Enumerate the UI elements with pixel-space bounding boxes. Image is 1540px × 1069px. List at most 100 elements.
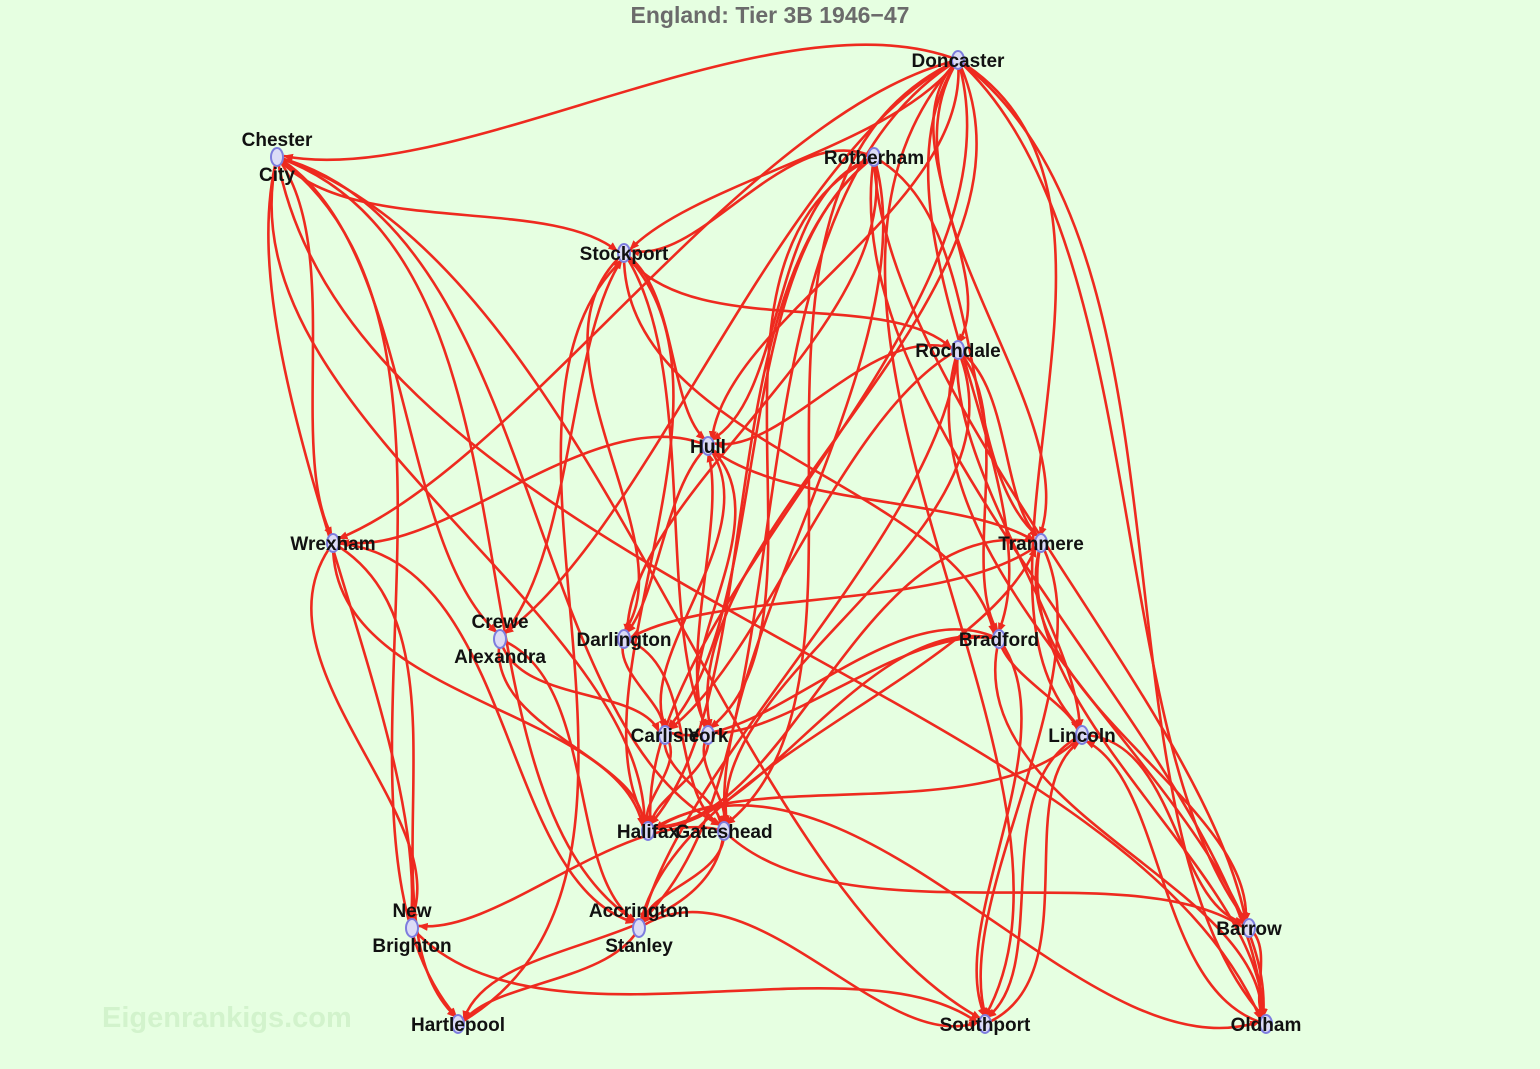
- edge-stockport-york: [622, 252, 708, 730]
- node-marker-oldham: [1259, 1014, 1273, 1034]
- node-marker-carlisle: [658, 725, 672, 745]
- node-label-hull: Hull: [690, 437, 726, 458]
- node-marker-barrow: [1242, 918, 1256, 938]
- edge-rotherham-darlington: [623, 156, 878, 634]
- edge-crewe-halifax: [497, 638, 648, 827]
- edge-chester-southport: [276, 155, 982, 1020]
- edge-accrington-tranmere: [637, 546, 1038, 929]
- node-label-crewe: Crewe: [471, 612, 528, 633]
- node-label-hartlepool: Hartlepool: [411, 1015, 505, 1036]
- node-darlington[interactable]: Darlington: [577, 629, 672, 651]
- edge-bradford-oldham: [994, 638, 1267, 1020]
- edge-doncaster-tranmere: [935, 59, 1048, 538]
- edge-rochdale-lincoln: [955, 349, 1084, 730]
- edge-doncaster-wrexham: [337, 58, 959, 540]
- edge-gateshead-hartlepool: [462, 830, 726, 1021]
- edge-tranmere-southport: [979, 542, 1059, 1018]
- node-label-oldham: Oldham: [1231, 1015, 1302, 1036]
- edge-doncaster-chester: [282, 43, 959, 162]
- node-marker-darlington: [617, 629, 631, 649]
- node-marker-gateshead: [717, 821, 731, 841]
- node-marker-bradford: [992, 629, 1006, 649]
- edge-tranmere-oldham: [1036, 542, 1268, 1019]
- node-label-barrow: Barrow: [1216, 919, 1282, 940]
- watermark: Eigenrankigs.com: [102, 1002, 352, 1034]
- edge-chester-gateshead: [276, 155, 721, 827]
- node-label-southport: Southport: [940, 1015, 1031, 1036]
- node-label-crewe: Alexandra: [454, 647, 546, 668]
- node-label-newbrighton: Brighton: [372, 936, 451, 957]
- edge-york-halifax: [647, 734, 710, 827]
- edge-doncaster-oldham: [957, 58, 1265, 1019]
- node-southport[interactable]: Southport: [940, 1014, 1031, 1036]
- edge-hull-carlisle: [658, 445, 726, 730]
- edge-doncaster-stockport: [629, 59, 960, 251]
- node-doncaster[interactable]: Doncaster: [912, 50, 1006, 72]
- edge-wrexham-accrington: [332, 541, 636, 924]
- edge-rotherham-halifax: [649, 155, 875, 826]
- node-rochdale[interactable]: Rochdale: [915, 340, 1001, 362]
- node-marker-southport: [978, 1014, 992, 1034]
- node-marker-rotherham: [867, 147, 881, 167]
- node-marker-accrington: [632, 918, 646, 938]
- node-marker-tranmere: [1034, 533, 1048, 553]
- node-rotherham[interactable]: Rotherham: [824, 147, 924, 169]
- node-gateshead[interactable]: Gateshead: [675, 821, 773, 843]
- edge-rochdale-tranmere: [957, 348, 1040, 538]
- edge-bradford-halifax: [653, 635, 1000, 832]
- edge-rochdale-accrington: [640, 349, 960, 923]
- node-york[interactable]: York: [688, 725, 729, 747]
- node-wrexham[interactable]: Wrexham: [290, 533, 376, 555]
- edge-tranmere-darlington: [629, 541, 1042, 639]
- edge-bradford-lincoln: [997, 638, 1079, 731]
- edge-accrington-hartlepool: [463, 927, 641, 1022]
- node-carlisle[interactable]: Carlisle: [631, 725, 700, 747]
- edge-darlington-carlisle: [621, 638, 669, 730]
- node-label-darlington: Darlington: [577, 630, 672, 651]
- edge-hartlepool-stockport: [457, 258, 624, 1026]
- node-hartlepool[interactable]: Hartlepool: [411, 1014, 505, 1036]
- node-label-accrington: Accrington: [589, 901, 689, 922]
- node-label-tranmere: Tranmere: [998, 534, 1084, 555]
- node-bradford[interactable]: Bradford: [959, 629, 1039, 651]
- edge-rochdale-carlisle: [668, 348, 959, 731]
- node-marker-wrexham: [326, 533, 340, 553]
- edge-crewe-stockport: [499, 258, 623, 640]
- node-marker-chester: [270, 147, 284, 167]
- node-hull[interactable]: Hull: [690, 436, 726, 458]
- node-label-york: York: [688, 726, 729, 747]
- node-halifax[interactable]: Halifax: [617, 821, 680, 843]
- node-lincoln[interactable]: Lincoln: [1048, 725, 1116, 747]
- edge-hull-wrexham: [338, 435, 709, 548]
- edge-layer: [267, 43, 1268, 1030]
- edge-gateshead-barrow: [723, 830, 1243, 928]
- edge-rotherham-stockport: [629, 149, 875, 257]
- edge-rotherham-barrow: [872, 156, 1249, 923]
- node-label-lincoln: Lincoln: [1048, 726, 1116, 747]
- edge-stockport-halifax: [623, 252, 675, 825]
- node-stockport[interactable]: Stockport: [580, 243, 669, 265]
- node-label-rochdale: Rochdale: [915, 341, 1001, 362]
- node-label-bradford: Bradford: [959, 630, 1039, 651]
- node-oldham[interactable]: Oldham: [1231, 1014, 1302, 1036]
- edge-chester-crewe: [276, 155, 498, 634]
- edge-doncaster-gateshead: [725, 58, 959, 826]
- edge-lincoln-southport: [986, 733, 1083, 1019]
- edge-bradford-southport: [975, 638, 1023, 1018]
- edge-hull-tranmere: [707, 445, 1036, 543]
- edge-newbrighton-southport: [411, 927, 979, 1024]
- node-tranmere[interactable]: Tranmere: [998, 533, 1084, 555]
- edge-doncaster-barrow: [957, 59, 1248, 923]
- node-barrow[interactable]: Barrow: [1216, 918, 1282, 940]
- node-marker-doncaster: [951, 50, 965, 70]
- node-marker-halifax: [641, 821, 655, 841]
- edge-york-hull: [695, 452, 715, 736]
- edge-accrington-southport: [638, 910, 980, 1029]
- node-label-rotherham: Rotherham: [824, 148, 924, 169]
- node-label-accrington: Stanley: [605, 936, 673, 957]
- edge-wrexham-newbrighton: [310, 542, 419, 923]
